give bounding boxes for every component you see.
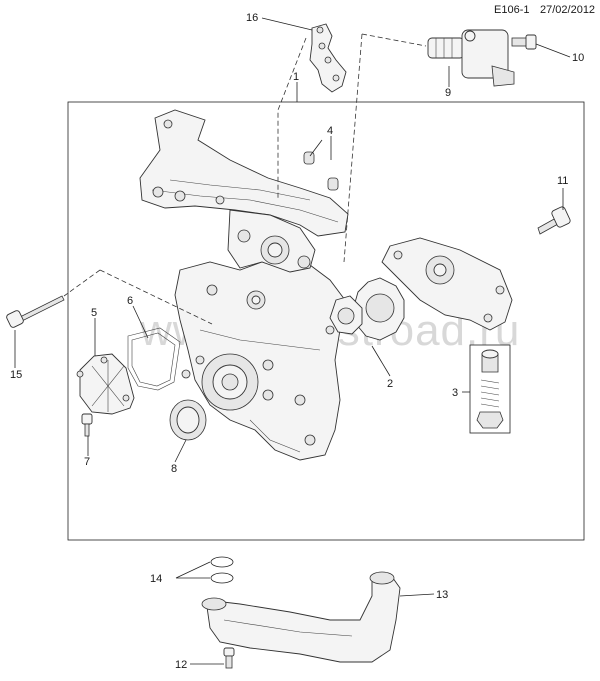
pump-cover-2 xyxy=(329,237,513,341)
callout-4: 4 xyxy=(327,125,333,137)
assembly-line-16 xyxy=(277,37,307,200)
seal-gasket-16 xyxy=(309,23,347,93)
callout-7: 7 xyxy=(84,456,90,468)
leader-lines xyxy=(14,17,571,665)
callout-3: 3 xyxy=(452,387,458,399)
callout-6: 6 xyxy=(127,295,133,307)
assembly-line-9b xyxy=(343,33,363,263)
screw-7 xyxy=(81,413,93,437)
assembly-frame xyxy=(67,101,585,541)
oil-control-solenoid-9 xyxy=(427,29,515,87)
callout-11: 11 xyxy=(557,175,568,187)
relief-valve-kit-3 xyxy=(469,344,511,434)
front-cover-assembly xyxy=(139,109,349,461)
cover-plate-5 xyxy=(76,353,135,415)
callout-13: 13 xyxy=(436,589,448,601)
callout-14: 14 xyxy=(150,573,162,585)
bolt-15 xyxy=(6,295,65,328)
o-rings-14 xyxy=(210,556,234,584)
assembly-line-15a xyxy=(99,269,213,325)
callout-12: 12 xyxy=(175,659,187,671)
crankshaft-seal-8 xyxy=(169,399,207,441)
callout-2: 2 xyxy=(387,378,393,390)
assembly-line-9a xyxy=(361,33,427,47)
callout-1: 1 xyxy=(293,71,299,83)
callout-9: 9 xyxy=(445,87,451,99)
callout-16: 16 xyxy=(246,12,258,24)
bolt-12 xyxy=(223,647,235,669)
bolt-10 xyxy=(511,34,537,50)
callout-15: 15 xyxy=(10,369,22,381)
callout-10: 10 xyxy=(572,52,584,64)
callout-5: 5 xyxy=(91,307,97,319)
bolt-11 xyxy=(537,206,571,235)
gasket-6 xyxy=(127,327,181,391)
diagram-id: E106-1 xyxy=(494,4,530,16)
callout-8: 8 xyxy=(171,463,177,475)
assembly-line-15b xyxy=(63,269,101,297)
diagram-date: 27/02/2012 xyxy=(540,4,596,16)
dowel-pins-4 xyxy=(303,151,339,191)
oil-pickup-pipe-13 xyxy=(201,571,401,663)
